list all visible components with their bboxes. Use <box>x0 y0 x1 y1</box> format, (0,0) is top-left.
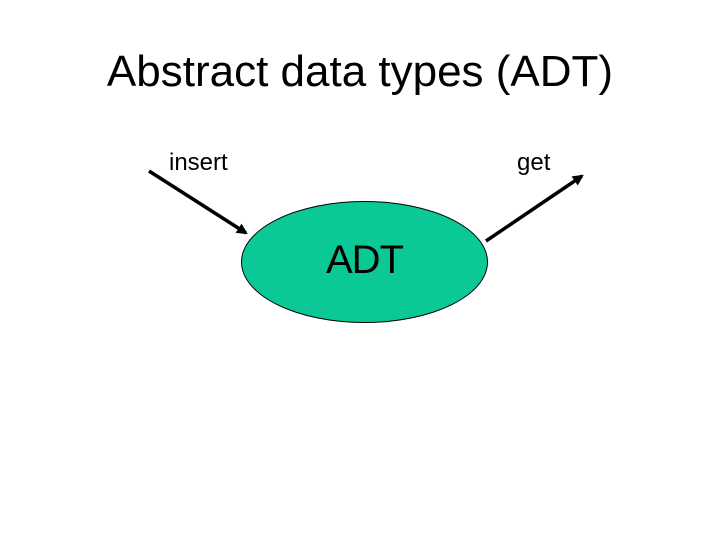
adt-ellipse-label: ADT <box>326 238 404 282</box>
insert-arrow-label: insert <box>169 149 228 176</box>
slide-title: Abstract data types (ADT) <box>106 47 614 96</box>
adt-ellipse: ADT <box>241 201 488 323</box>
insert-arrow <box>148 169 248 235</box>
get-arrow <box>485 174 584 243</box>
get-arrow-label: get <box>517 149 551 176</box>
